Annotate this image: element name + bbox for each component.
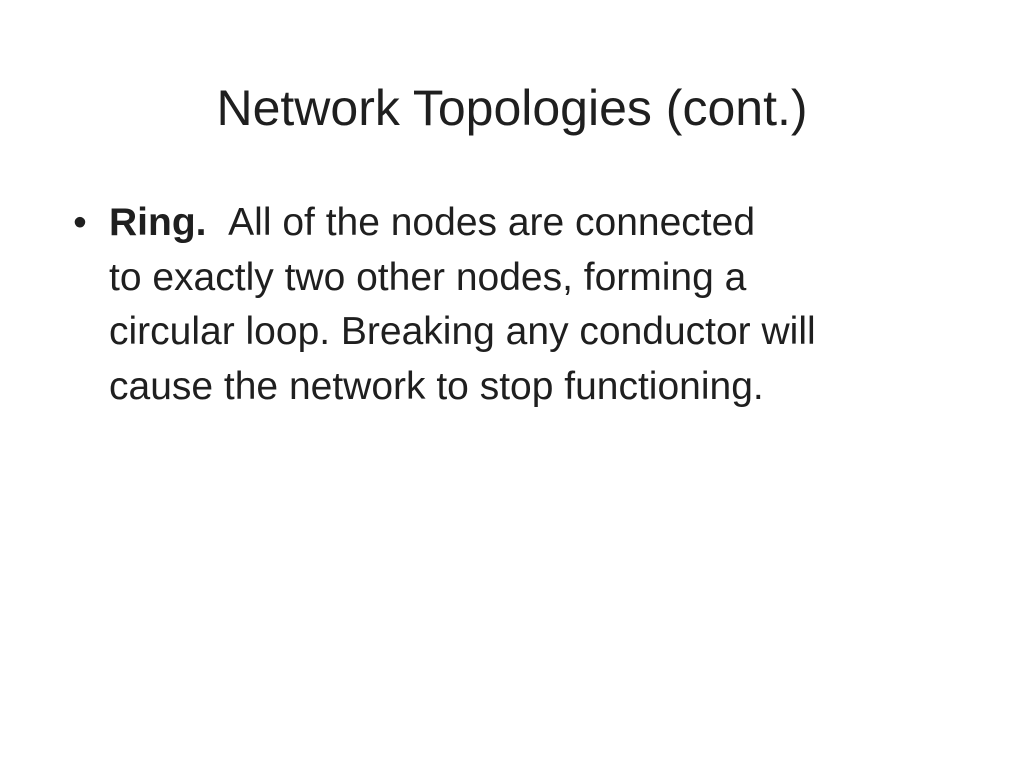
bullet-text-line-3: circular loop. Breaking any conductor wi… [109, 310, 816, 353]
bullet-line-1: Ring. All of the nodes are connected [109, 196, 970, 251]
bullet-item-ring: • Ring. All of the nodes are connected t… [70, 196, 970, 414]
bullet-marker-icon: • [73, 201, 87, 244]
bullet-text-line-1: All of the nodes are connected [228, 201, 756, 244]
bullet-text-line-4: cause the network to stop functioning. [109, 364, 764, 408]
bullet-text-line-2: to exactly two other nodes, forming a [109, 255, 747, 299]
bullet-list: • Ring. All of the nodes are connected t… [70, 196, 970, 414]
bullet-term: Ring. [109, 201, 207, 244]
slide-title: Network Topologies (cont.) [216, 80, 808, 136]
